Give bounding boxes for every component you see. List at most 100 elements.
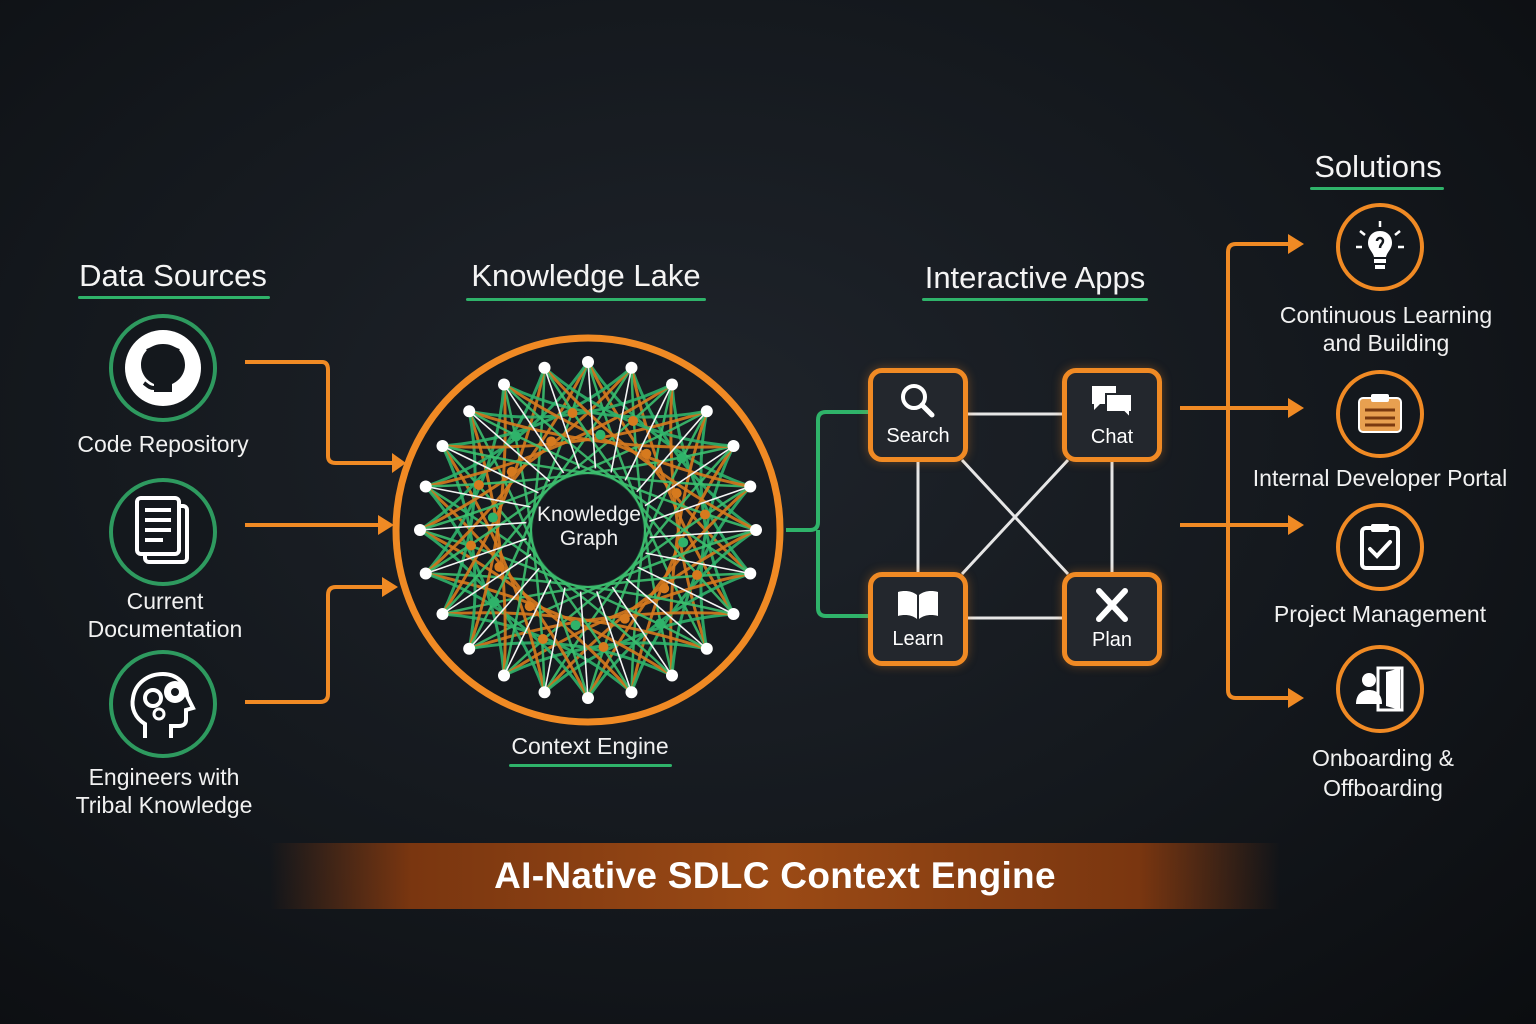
heading-underline [78,296,270,299]
graph-edge [441,367,546,615]
graph-node [463,642,476,655]
banner-title: AI-Native SDLC Context Engine [494,855,1056,896]
graph-edge [586,361,751,488]
graph-spoke [637,566,734,615]
search-icon [901,383,935,417]
graph-spoke [610,367,633,473]
graph-edge [442,409,708,449]
graph-edge [467,384,507,650]
graph-edge [419,410,708,532]
heading-data-sources: Data Sources [79,258,267,293]
graph-node [750,524,762,536]
solution-project-icon-circle [1336,503,1424,591]
graph-node [727,608,740,620]
graph-edge [543,367,735,615]
graph-node [625,361,638,374]
graph-spoke [543,587,566,693]
graph-spoke [649,529,757,539]
graph-node [700,405,713,418]
graph-node [498,669,510,682]
graph-edge [503,383,708,419]
graph-node [436,608,449,620]
graph-edge [424,485,506,676]
arrows-to-solutions [1180,242,1290,700]
graph-inner-node [489,596,500,607]
graph-spoke [468,567,540,650]
graph-node [625,686,638,699]
graph-spoke [503,384,565,474]
arrowhead [1288,515,1304,535]
graph-inner-node [628,415,639,426]
graph-node [419,480,432,493]
graph-spoke [468,410,551,482]
graph-edge [441,410,477,615]
graph-node [666,378,678,391]
arrow-code-to-graph [245,360,392,465]
app-plan[interactable]: Plan [1062,572,1162,666]
lightbulb-icon [1356,221,1404,269]
graph-inner-node [546,436,557,447]
graph-node [727,440,740,452]
graph-edge [699,445,735,650]
graph-edge [468,641,673,677]
app-chat[interactable]: Chat [1062,368,1162,462]
graph-inner-node [619,613,630,624]
graph-edge [425,444,734,488]
graph-edge [503,572,751,677]
solution-learning-icon-circle [1336,203,1424,291]
graph-inner-node [699,509,710,520]
solution-learning-label: Continuous Learning and Building [1279,302,1493,356]
heading-knowledge-lake: Knowledge Lake [471,258,701,293]
graph-inner-node [567,408,578,419]
source-documentation-icon-circle [109,478,217,586]
graph-node [538,361,551,374]
graph-inner-node [466,540,477,551]
graph-edge [468,611,734,651]
graph-spoke [442,553,532,615]
app-plan-label: Plan [1091,628,1133,651]
graph-inner-node [595,429,606,440]
graph-node [666,669,678,682]
heading-interactive-apps: Interactive Apps [924,260,1146,295]
graph-node [538,686,551,699]
graph-edge [442,611,708,651]
solution-portal-icon-circle [1336,370,1424,458]
heading-underline [1310,187,1444,190]
graph-inner-node [654,618,665,629]
heading-underline [922,298,1148,301]
tools-icon [1096,587,1128,622]
graph-edge [442,366,633,448]
graph-node [463,405,476,418]
app-learn[interactable]: Learn [868,572,968,666]
graph-spoke [596,591,633,693]
app-learn-label: Learn [892,627,944,650]
heading-solutions: Solutions [1314,149,1442,184]
graph-spoke [649,485,751,522]
graph-inner-node [537,634,548,645]
footer-banner: AI-Native SDLC Context Engine [270,843,1280,909]
head-gears-icon [130,671,196,738]
graph-spoke [442,445,539,494]
app-mesh [916,412,1114,620]
connector-graph-to-apps [786,410,870,618]
app-chat-label: Chat [1090,425,1134,448]
graph-node [744,567,757,580]
graph-spoke [625,578,708,650]
app-search[interactable]: Search [868,368,968,462]
graph-node [436,440,449,452]
graph-node [414,524,426,536]
graph-edge [630,528,757,693]
graph-inner-node [678,537,689,548]
chat-icon [1092,385,1133,420]
graph-spoke [644,445,734,507]
solution-portal-label: Internal Developer Portal [1252,465,1508,491]
arrowhead [1288,398,1304,418]
graph-spoke [624,384,673,481]
graph-edge [630,445,735,693]
graph-edge [441,445,546,693]
graph-edge [669,384,709,650]
graph-inner-node [671,488,682,499]
graph-inner-node [506,466,517,477]
graph-center-disc [532,474,644,586]
